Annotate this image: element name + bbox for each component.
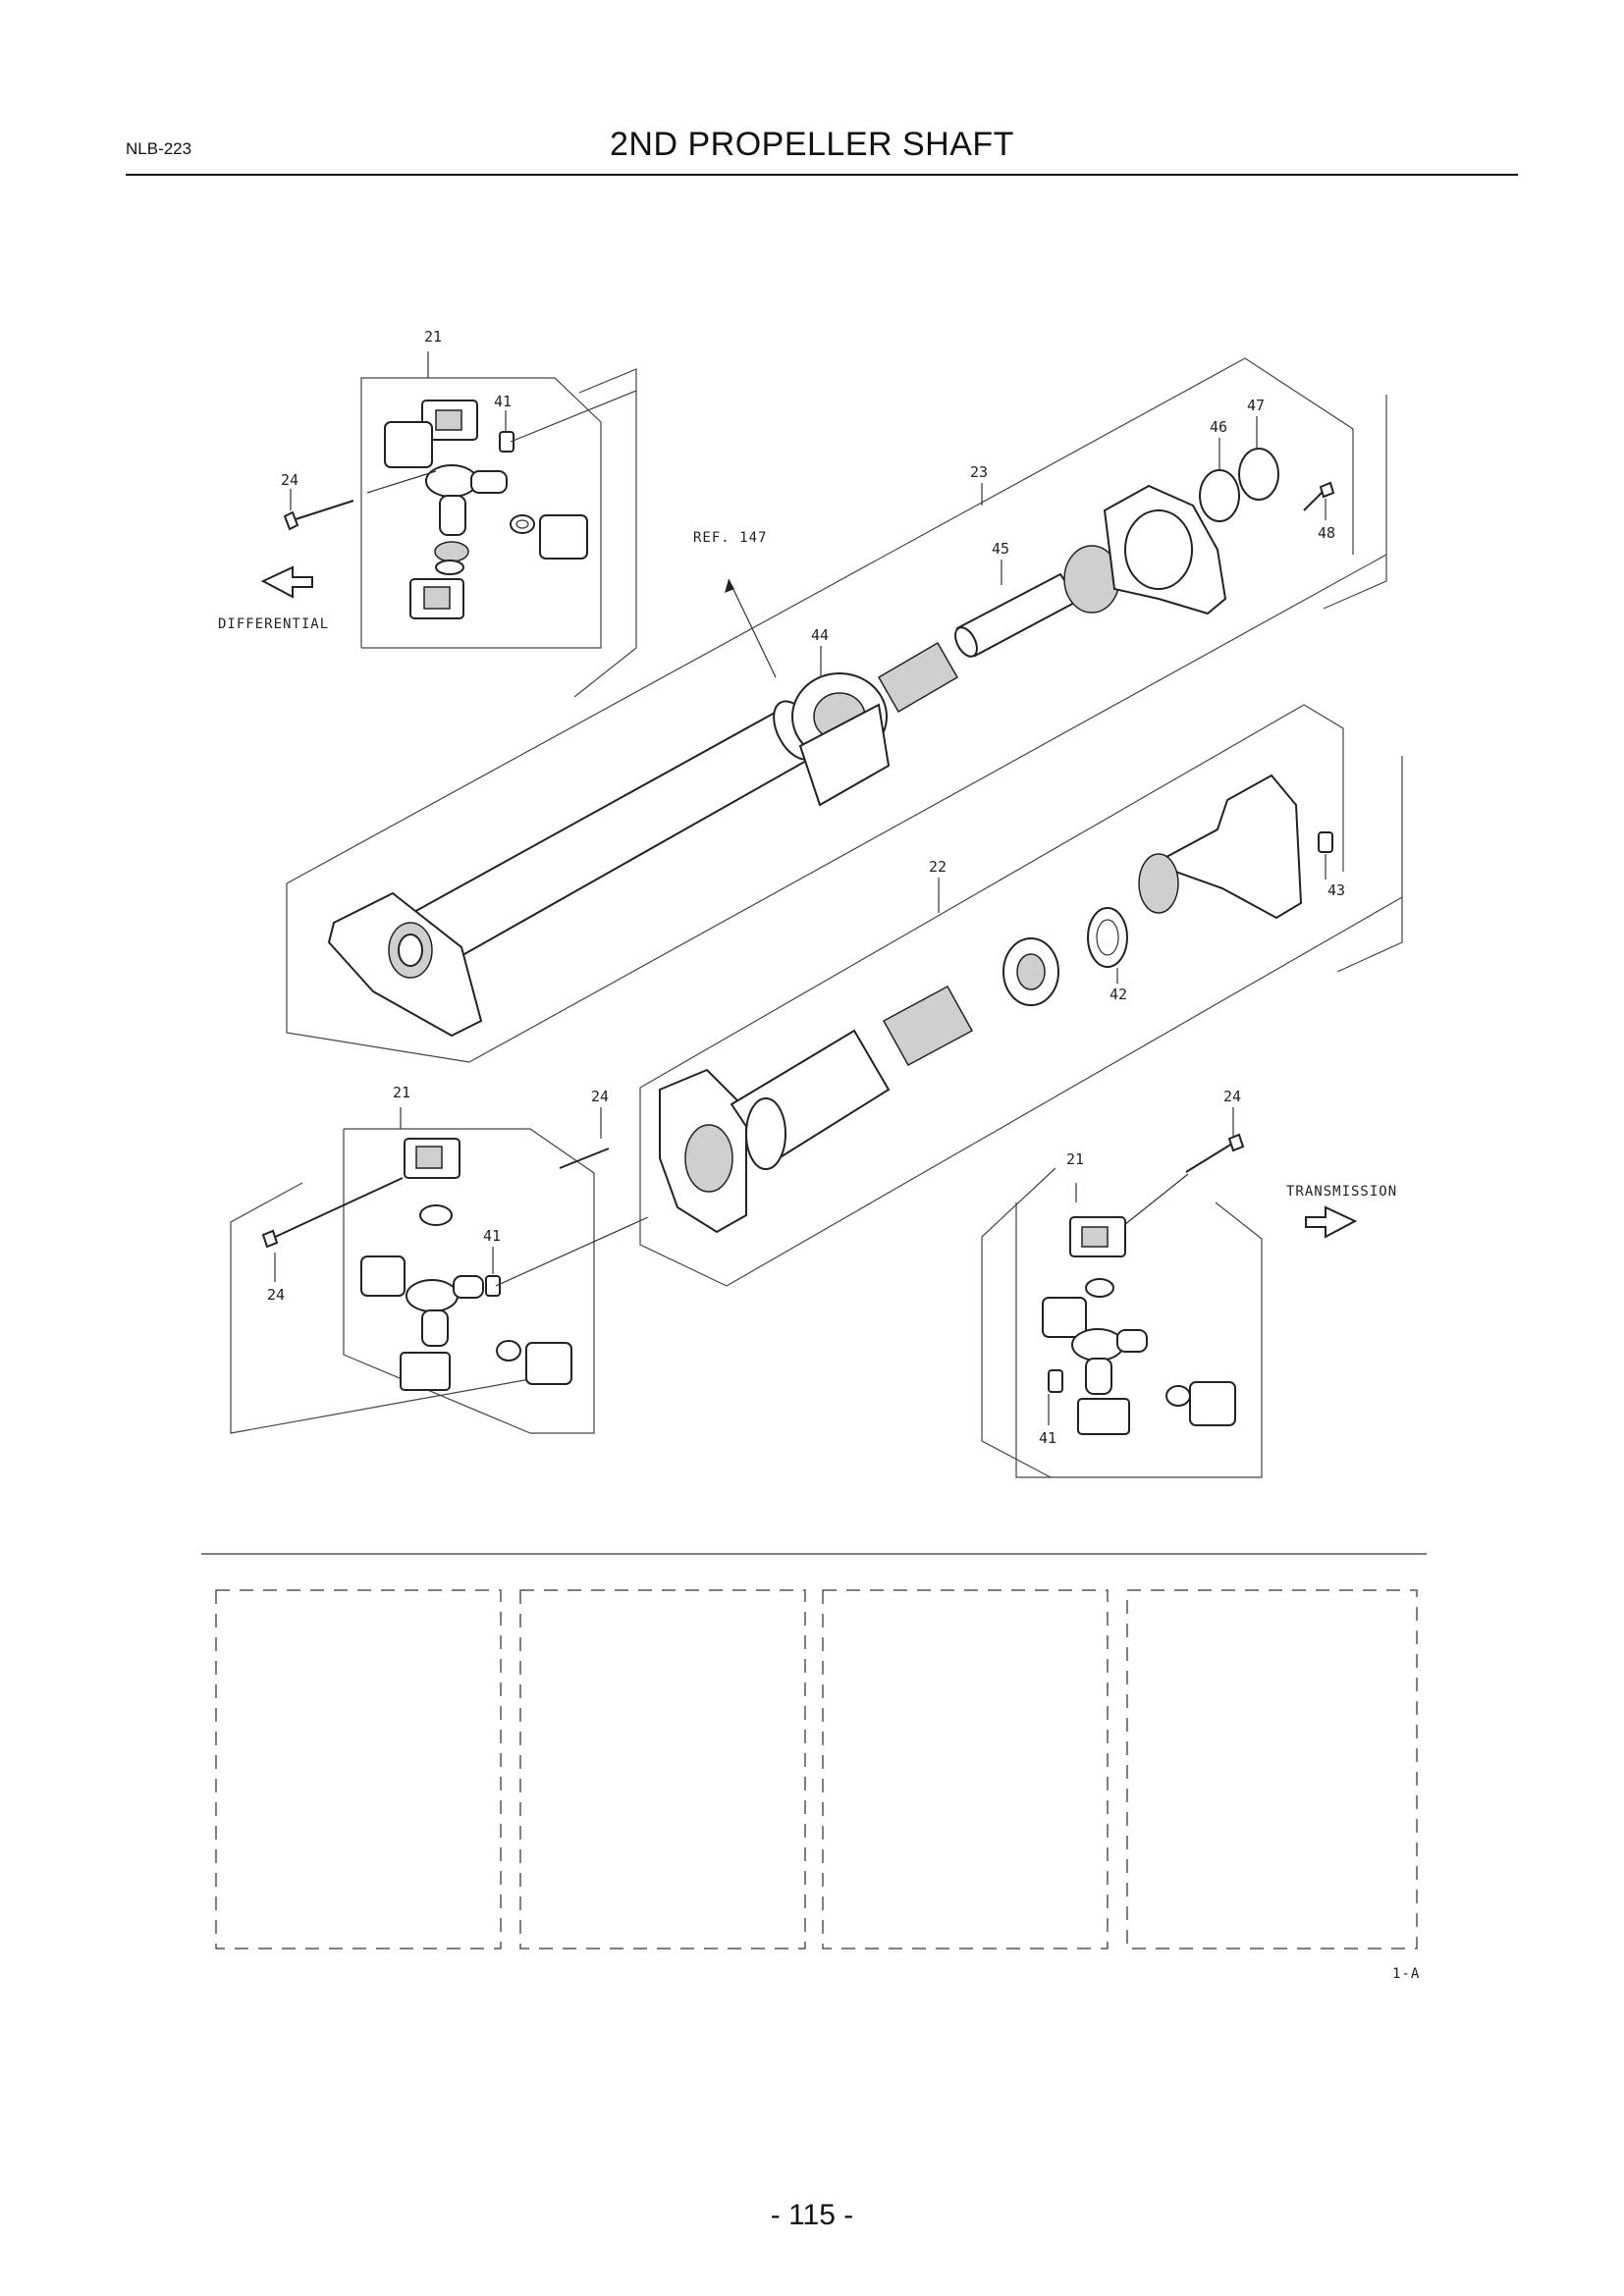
callout-44: 44	[811, 626, 829, 644]
variant-label: 1-A	[1392, 1966, 1420, 1982]
callout-24-mid: 24	[591, 1088, 609, 1105]
document-code: NLB-223	[126, 139, 192, 158]
transmission-arrow-icon	[1305, 1205, 1358, 1239]
callout-21-left: 21	[393, 1084, 410, 1101]
callout-47: 47	[1247, 397, 1265, 414]
callout-46: 46	[1210, 418, 1227, 436]
callout-21-right: 21	[1066, 1150, 1084, 1168]
callout-43: 43	[1327, 881, 1345, 899]
callout-45: 45	[992, 540, 1009, 558]
callout-41-left: 41	[483, 1227, 501, 1245]
universal-joint-transmission	[981, 1133, 1263, 1478]
title-rule	[126, 174, 1518, 176]
universal-joint-differential	[283, 351, 637, 698]
note-box-3	[822, 1589, 1109, 1949]
callout-41-right: 41	[1039, 1429, 1056, 1447]
note-box-4	[1126, 1589, 1418, 1949]
callout-22: 22	[929, 858, 947, 876]
callout-41: 41	[494, 393, 512, 410]
transmission-label: TRANSMISSION	[1286, 1184, 1397, 1200]
differential-arrow-icon	[260, 565, 313, 599]
ref-label: REF. 147	[693, 530, 767, 546]
note-box-1	[215, 1589, 502, 1949]
page-number: - 115 -	[770, 2199, 854, 2231]
propeller-shaft-rear	[639, 704, 1403, 1287]
universal-joint-center	[230, 1107, 649, 1434]
differential-label: DIFFERENTIAL	[218, 616, 329, 632]
page-title: 2ND PROPELLER SHAFT	[610, 126, 1014, 163]
propeller-shaft-front	[286, 357, 1387, 1063]
callout-24-right: 24	[1223, 1088, 1241, 1105]
callout-42: 42	[1110, 986, 1127, 1003]
callout-23: 23	[970, 463, 988, 481]
callout-48: 48	[1318, 524, 1335, 542]
callout-24-left: 24	[267, 1286, 285, 1304]
note-box-2	[519, 1589, 806, 1949]
callout-21: 21	[424, 328, 442, 346]
callout-24: 24	[281, 471, 298, 489]
